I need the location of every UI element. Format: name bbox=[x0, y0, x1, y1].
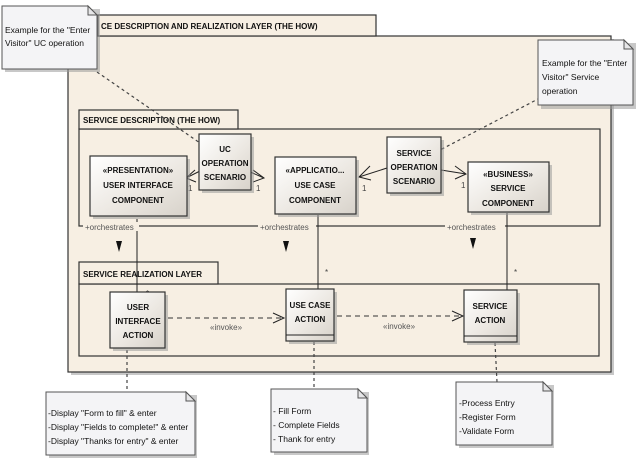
note-service-action[interactable]: -Process Entry -Register Form -Validate … bbox=[455, 380, 554, 448]
class-uc-operation-scenario[interactable]: UC OPERATION SCENARIO bbox=[198, 133, 254, 193]
note-link-service-action bbox=[494, 342, 498, 383]
class-name: OPERATION bbox=[202, 159, 249, 168]
class-presentation-ui-component[interactable]: «PRESENTATION» USER INTERFACE COMPONENT bbox=[89, 155, 190, 219]
multiplicity-label: * bbox=[325, 268, 328, 277]
class-use-case-action[interactable]: USE CASE ACTION bbox=[285, 288, 337, 344]
service-realization-title: SERVICE REALIZATION LAYER bbox=[83, 270, 202, 279]
direction-triangle-icon bbox=[283, 241, 289, 252]
note-service-example[interactable]: Example for the "Enter Visitor" Service … bbox=[537, 38, 636, 109]
stereotype-label: «PRESENTATION» bbox=[103, 166, 174, 175]
multiplicity-label: 1 bbox=[362, 184, 367, 193]
invoke-label: «invoke» bbox=[210, 323, 243, 332]
class-service-operation-scenario[interactable]: SERVICE OPERATION SCENARIO bbox=[386, 136, 444, 196]
class-name: COMPONENT bbox=[289, 196, 341, 205]
class-user-interface-action[interactable]: USER INTERFACE ACTION bbox=[109, 291, 168, 351]
class-name: ACTION bbox=[295, 315, 326, 324]
class-name: OPERATION bbox=[391, 163, 438, 172]
note-line: -Display "Fields to complete!" & enter bbox=[48, 422, 188, 432]
class-name: USE CASE bbox=[295, 181, 337, 190]
note-line: -Display "Form to fill" & enter bbox=[48, 408, 157, 418]
invoke-label: «invoke» bbox=[383, 322, 416, 331]
note-line: Example for the "Enter bbox=[542, 58, 627, 68]
invoke-ui-to-uc: «invoke» bbox=[168, 312, 286, 332]
note-line: -Register Form bbox=[459, 412, 516, 422]
class-name: SCENARIO bbox=[393, 177, 435, 186]
orchestrates-label: +orchestrates bbox=[260, 223, 309, 232]
stereotype-label: «BUSINESS» bbox=[483, 170, 533, 179]
class-name: COMPONENT bbox=[482, 199, 534, 208]
stereotype-label: «APPLICATIO... bbox=[286, 166, 345, 175]
class-name: SERVICE bbox=[491, 184, 527, 193]
note-line: Visitor" Service bbox=[542, 72, 599, 82]
note-line: Visitor" UC operation bbox=[5, 38, 84, 48]
service-description-tab bbox=[78, 109, 239, 130]
note-line: - Complete Fields bbox=[273, 420, 340, 430]
orchestrates-service: +orchestrates * bbox=[445, 213, 517, 290]
association-service-to-business: 1 bbox=[440, 165, 467, 190]
note-line: -Process Entry bbox=[459, 398, 515, 408]
class-application-use-case-component[interactable]: «APPLICATIO... USE CASE COMPONENT bbox=[274, 156, 359, 217]
class-name: USER INTERFACE bbox=[103, 181, 173, 190]
service-description-frame: SERVICE DESCRIPTION (THE HOW) bbox=[78, 109, 601, 227]
invoke-uc-to-service: «invoke» bbox=[337, 310, 465, 331]
note-line: -Display "Thanks for entry" & enter bbox=[48, 436, 178, 446]
class-name: USER bbox=[127, 303, 149, 312]
class-name: SERVICE bbox=[473, 302, 509, 311]
class-name: COMPONENT bbox=[112, 196, 164, 205]
multiplicity-label: * bbox=[514, 268, 517, 277]
class-business-service-component[interactable]: «BUSINESS» SERVICE COMPONENT bbox=[467, 161, 552, 215]
note-line: Example for the "Enter bbox=[5, 25, 90, 35]
class-name: ACTION bbox=[475, 316, 506, 325]
note-line: - Thank for entry bbox=[273, 434, 336, 444]
note-line: -Validate Form bbox=[459, 426, 514, 436]
orchestrates-label: +orchestrates bbox=[447, 223, 496, 232]
multiplicity-label: 1 bbox=[256, 184, 261, 193]
note-link-service bbox=[439, 97, 541, 151]
note-link-uc bbox=[96, 71, 201, 144]
service-description-title: SERVICE DESCRIPTION (THE HOW) bbox=[83, 116, 221, 125]
direction-triangle-icon bbox=[116, 241, 122, 252]
note-ui-action[interactable]: -Display "Form to fill" & enter -Display… bbox=[45, 390, 197, 458]
class-name: SERVICE bbox=[397, 149, 433, 158]
orchestrates-uc: +orchestrates * bbox=[258, 215, 328, 290]
class-name: UC bbox=[219, 145, 231, 154]
note-uc-example[interactable]: Example for the "Enter Visitor" UC opera… bbox=[1, 4, 100, 72]
direction-triangle-icon bbox=[470, 238, 476, 249]
service-realization-tab bbox=[78, 261, 219, 285]
note-line: operation bbox=[542, 86, 578, 96]
orchestrates-label: +orchestrates bbox=[85, 223, 134, 232]
note-uc-action[interactable]: - Fill Form - Complete Fields - Thank fo… bbox=[270, 387, 369, 455]
class-service-action[interactable]: SERVICE ACTION bbox=[463, 289, 520, 345]
outer-frame-title: CE DESCRIPTION AND REALIZATION LAYER (TH… bbox=[101, 22, 318, 31]
class-name: ACTION bbox=[123, 331, 154, 340]
class-name: SCENARIO bbox=[204, 173, 246, 182]
multiplicity-label: 1 bbox=[188, 184, 193, 193]
note-line: - Fill Form bbox=[273, 406, 311, 416]
multiplicity-label: 1 bbox=[461, 181, 466, 190]
service-realization-frame: SERVICE REALIZATION LAYER bbox=[78, 261, 600, 357]
class-name: USE CASE bbox=[290, 301, 332, 310]
class-name: INTERFACE bbox=[115, 317, 161, 326]
